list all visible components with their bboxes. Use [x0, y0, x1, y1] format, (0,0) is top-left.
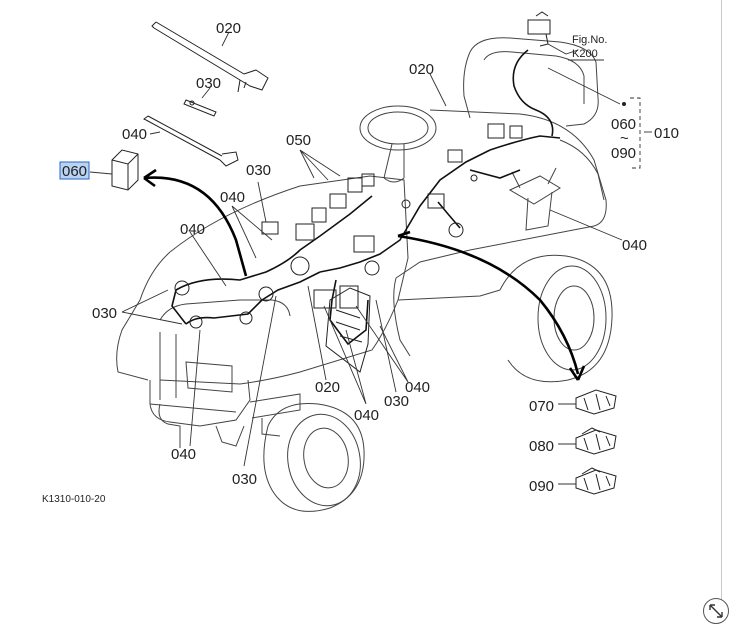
label-040[interactable]: 040 [122, 126, 147, 143]
label-060-selected[interactable]: 060 [62, 163, 87, 180]
label-070[interactable]: 070 [529, 398, 554, 415]
label-010[interactable]: 010 [654, 125, 679, 142]
part-070-fuse [575, 389, 617, 415]
label-090-range[interactable]: 090 [611, 145, 636, 162]
range-tilde: ~ [620, 130, 629, 147]
part-030-clip [183, 99, 217, 117]
drawing-code: K1310-010-20 [42, 494, 106, 505]
viewer-border [721, 0, 722, 619]
range-bracket [622, 97, 641, 169]
label-030[interactable]: 030 [196, 75, 221, 92]
label-030[interactable]: 030 [384, 393, 409, 410]
label-030[interactable]: 030 [232, 471, 257, 488]
label-050[interactable]: 050 [286, 132, 311, 149]
label-080[interactable]: 080 [529, 438, 554, 455]
leader-lines [89, 31, 652, 485]
part-080-fuse [575, 427, 617, 455]
part-020-band-clamp [151, 21, 269, 93]
part-090-fuse [575, 467, 617, 495]
label-040[interactable]: 040 [171, 446, 196, 463]
part-060-fuse [111, 149, 139, 191]
label-040[interactable]: 040 [180, 221, 205, 238]
tractor-outline [116, 37, 613, 512]
label-060-range[interactable]: 060 [611, 116, 636, 133]
label-030[interactable]: 030 [246, 162, 271, 179]
label-020[interactable]: 020 [216, 20, 241, 37]
label-030[interactable]: 030 [92, 305, 117, 322]
expand-button[interactable] [703, 598, 729, 624]
part-040-cable-tie [143, 115, 239, 167]
label-020[interactable]: 020 [409, 61, 434, 78]
fig-ref-line2[interactable]: K200 [572, 48, 598, 60]
expand-arrows-icon [709, 604, 723, 618]
routing-arrows [143, 168, 586, 381]
label-090[interactable]: 090 [529, 478, 554, 495]
label-040[interactable]: 040 [220, 189, 245, 206]
part-labels: 020 030 040 060 020 050 030 040 040 030 … [42, 20, 679, 505]
label-020[interactable]: 020 [315, 379, 340, 396]
selection-highlight [59, 161, 90, 180]
label-040[interactable]: 040 [622, 237, 647, 254]
label-040[interactable]: 040 [405, 379, 430, 396]
fig-ref-line1[interactable]: Fig.No. [572, 34, 607, 46]
label-040[interactable]: 040 [354, 407, 379, 424]
wiring-harness [171, 11, 561, 373]
